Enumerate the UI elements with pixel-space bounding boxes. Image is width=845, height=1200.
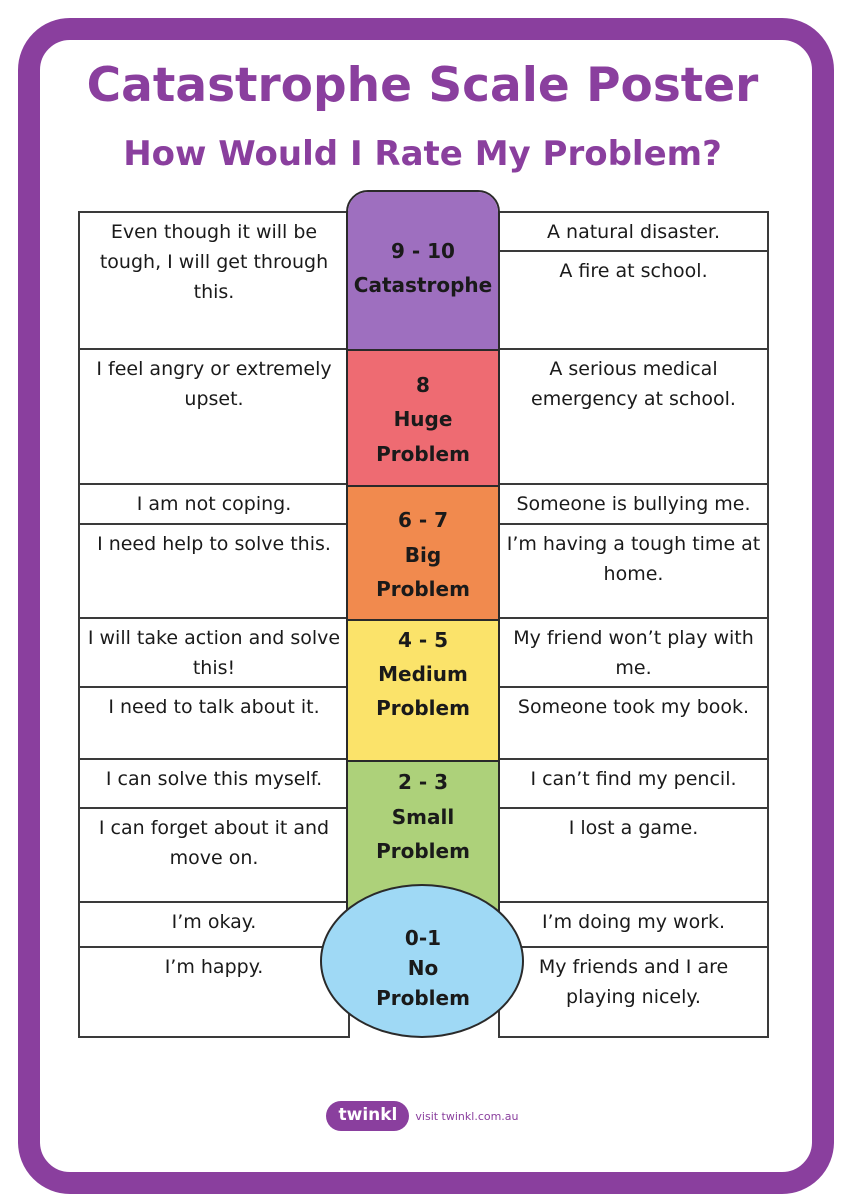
feeling-cell: I feel angry or extremely upset. <box>78 348 350 485</box>
feeling-cell: I’m okay. <box>78 901 350 948</box>
example-cell: My friend won’t play with me. <box>498 617 769 688</box>
level-name: Problem <box>376 696 470 720</box>
poster-subtitle: How Would I Rate My Problem? <box>123 134 722 174</box>
feeling-cell: I can solve this myself. <box>78 758 350 809</box>
footer: twinkl visit twinkl.com.au <box>0 1096 845 1136</box>
level-name: Catastrophe <box>353 273 493 297</box>
level-range: 8 <box>416 373 430 397</box>
level-name: No <box>407 956 439 980</box>
level-segment-big <box>348 487 498 621</box>
level-range: 2 - 3 <box>397 770 449 794</box>
example-cell: Someone took my book. <box>498 686 769 760</box>
example-cell: A serious medical emergency at school. <box>498 348 769 485</box>
twinkl-logo: twinkl <box>326 1101 410 1131</box>
level-name: Problem <box>376 577 470 601</box>
level-range: 9 - 10 <box>391 239 455 263</box>
level-segment-medium <box>348 621 498 762</box>
level-name: Problem <box>376 839 470 863</box>
example-cell: A fire at school. <box>498 250 769 350</box>
example-cell: My friends and I are playing nicely. <box>498 946 769 1038</box>
example-cell: I can’t find my pencil. <box>498 758 769 809</box>
level-range: 6 - 7 <box>397 508 449 532</box>
feeling-cell: I need help to solve this. <box>78 523 350 619</box>
thermometer-bulb <box>320 884 524 1038</box>
poster-title: Catastrophe Scale Poster <box>86 58 759 113</box>
feeling-cell: I will take action and solve this! <box>78 617 350 688</box>
level-range: 0-1 <box>404 926 442 950</box>
feeling-cell: I need to talk about it. <box>78 686 350 760</box>
example-cell: A natural disaster. <box>498 211 769 252</box>
level-segment-catastrophe <box>348 192 498 351</box>
example-cell: I lost a game. <box>498 807 769 903</box>
example-cell: Someone is bullying me. <box>498 483 769 525</box>
example-cell: I’m having a tough time at home. <box>498 523 769 619</box>
level-name: Medium <box>378 662 468 686</box>
level-name: Problem <box>376 442 470 466</box>
website-link[interactable]: visit twinkl.com.au <box>415 1109 519 1123</box>
example-cell: I’m doing my work. <box>498 901 769 948</box>
feeling-cell: Even though it will be tough, I will get… <box>78 211 350 350</box>
level-range: 4 - 5 <box>397 628 449 652</box>
level-name: Small <box>391 805 455 829</box>
feeling-cell: I’m happy. <box>78 946 350 1038</box>
level-name: Huge <box>393 407 453 431</box>
feeling-cell: I am not coping. <box>78 483 350 525</box>
level-segment-huge <box>348 351 498 487</box>
level-name: Problem <box>376 986 470 1010</box>
level-name: Big <box>404 543 442 567</box>
feeling-cell: I can forget about it and move on. <box>78 807 350 903</box>
